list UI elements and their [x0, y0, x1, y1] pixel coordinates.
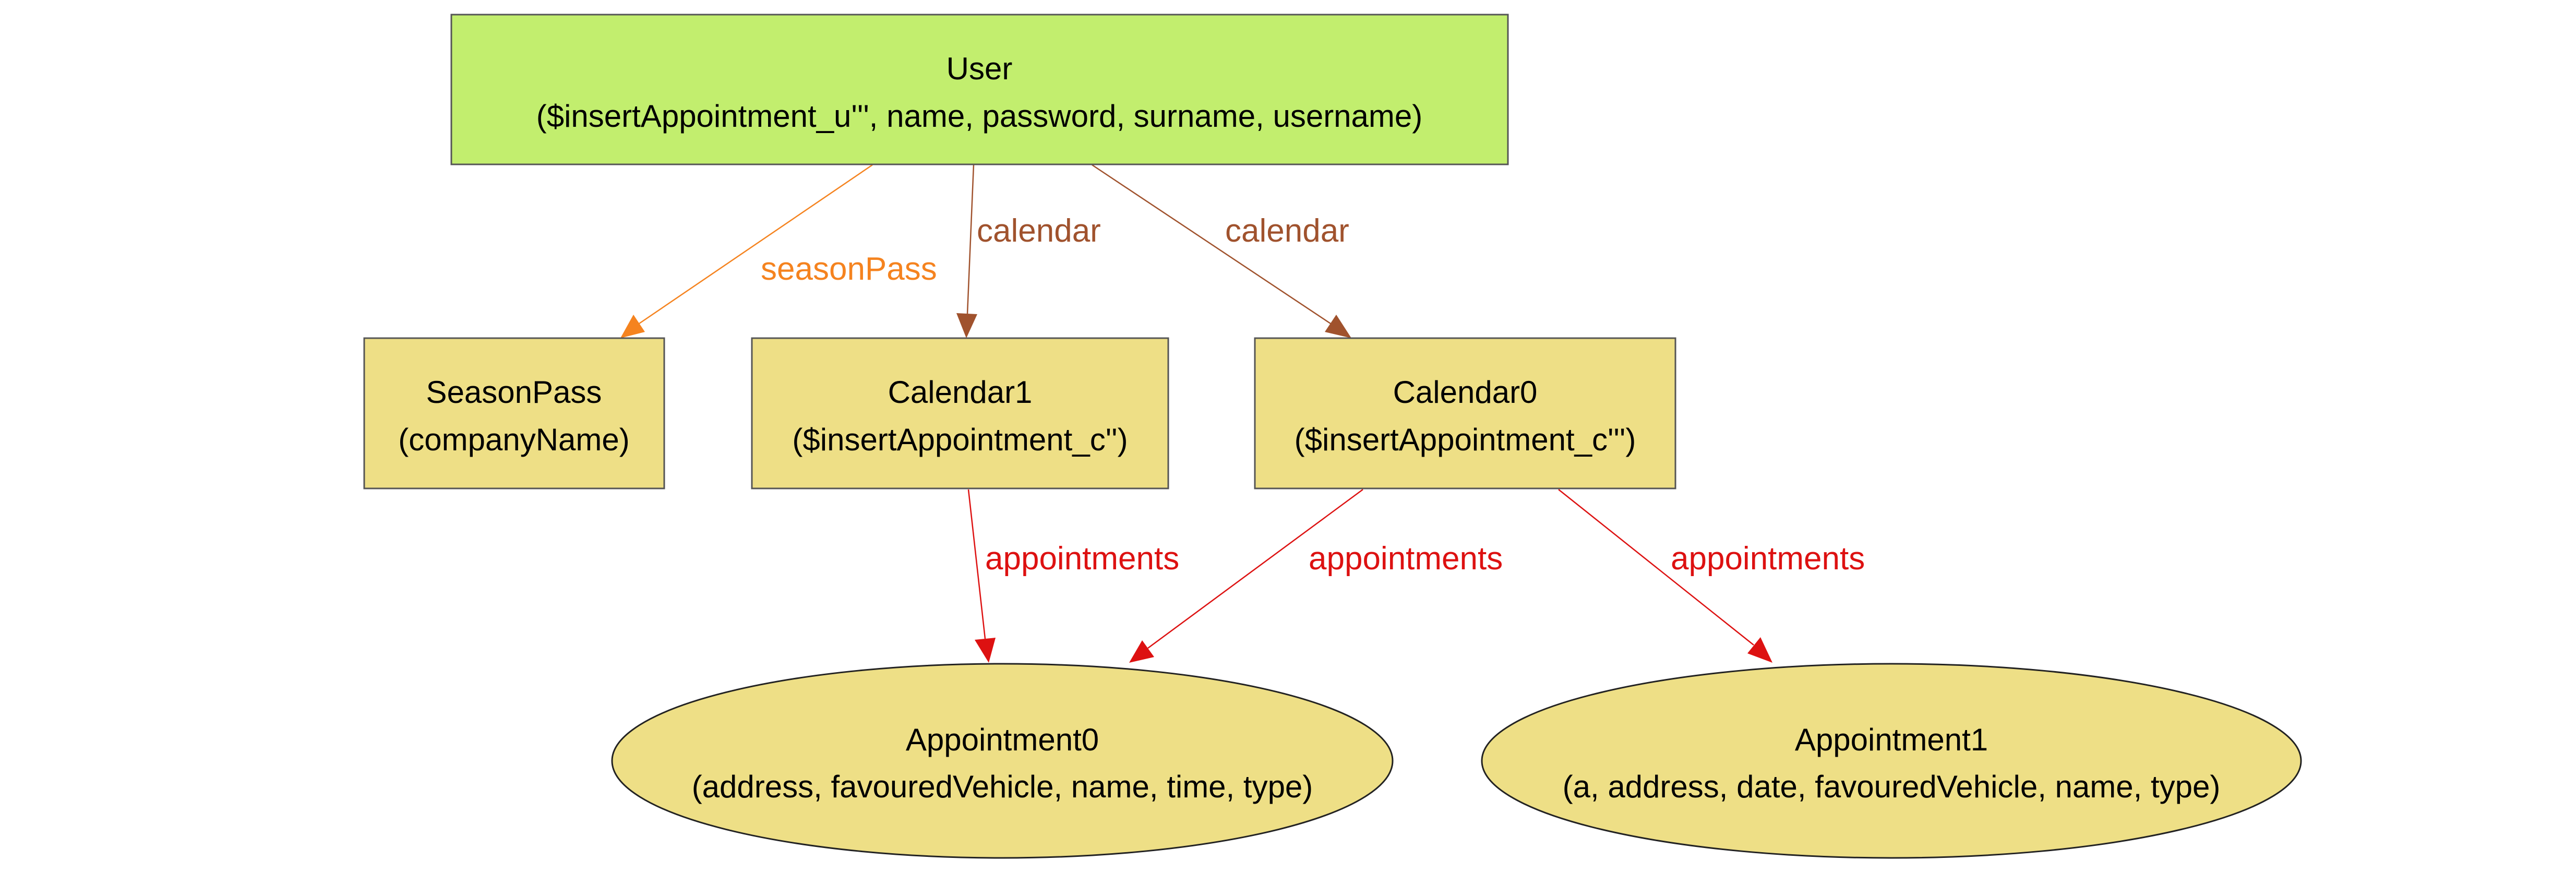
edges: seasonPass calendar calendar appointment… — [620, 164, 1865, 663]
node-seasonpass: SeasonPass (companyName) — [363, 337, 665, 489]
arrowhead-icon — [1747, 637, 1772, 663]
node-box — [751, 337, 1169, 489]
edge-line — [966, 164, 975, 315]
node-attributes: ($insertAppointment_c'') — [792, 422, 1128, 457]
edge-user-calendar0: calendar — [1092, 164, 1351, 338]
node-appointment1: Appointment1 (a, address, date, favoured… — [1481, 663, 2302, 859]
node-title: Appointment0 — [906, 722, 1099, 757]
edge-label-seasonpass: seasonPass — [761, 251, 937, 287]
node-user: User ($insertAppointment_u''', name, pas… — [450, 14, 1509, 165]
edge-line — [1092, 164, 1331, 325]
node-box — [363, 337, 665, 489]
node-box — [1254, 337, 1676, 489]
node-attributes: (address, favouredVehicle, name, time, t… — [692, 769, 1313, 804]
edge-line — [639, 164, 873, 325]
arrowhead-icon — [956, 313, 977, 338]
node-title: SeasonPass — [426, 375, 602, 410]
edge-line — [1147, 488, 1363, 649]
node-title: Calendar1 — [888, 375, 1033, 410]
edge-calendar1-appointment0: appointments — [967, 489, 1179, 663]
arrowhead-icon — [1129, 640, 1154, 663]
node-calendar1: Calendar1 ($insertAppointment_c'') — [751, 337, 1169, 489]
arrowhead-icon — [620, 315, 645, 338]
node-attributes: ($insertAppointment_u''', name, password… — [536, 99, 1423, 134]
node-attributes: ($insertAppointment_c''') — [1295, 422, 1636, 457]
node-ellipse — [1481, 663, 2302, 859]
edge-user-seasonpass: seasonPass — [620, 164, 937, 338]
node-appointment0: Appointment0 (address, favouredVehicle, … — [611, 663, 1394, 859]
edge-line — [1558, 489, 1754, 646]
arrowhead-icon — [1325, 315, 1351, 338]
arrowhead-icon — [975, 638, 996, 663]
node-attributes: (companyName) — [398, 422, 629, 457]
edge-label-appointments-2: appointments — [1309, 541, 1503, 577]
edge-line — [967, 489, 986, 639]
edge-user-calendar1: calendar — [956, 164, 1101, 338]
node-attributes: (a, address, date, favouredVehicle, name… — [1563, 769, 2221, 804]
edge-label-calendar0: calendar — [1225, 213, 1349, 249]
node-title: User — [946, 51, 1013, 86]
node-ellipse — [611, 663, 1394, 859]
edge-calendar0-appointment1: appointments — [1558, 489, 1865, 663]
node-title: Appointment1 — [1795, 722, 1988, 757]
node-title: Calendar0 — [1393, 375, 1538, 410]
edge-label-appointments-1: appointments — [985, 541, 1179, 577]
nodes: User ($insertAppointment_u''', name, pas… — [363, 14, 2302, 859]
edge-label-appointments-3: appointments — [1671, 541, 1865, 577]
node-box — [450, 14, 1509, 165]
edge-calendar0-appointment0: appointments — [1129, 488, 1503, 663]
edge-label-calendar1: calendar — [977, 213, 1101, 249]
node-calendar0: Calendar0 ($insertAppointment_c''') — [1254, 337, 1676, 489]
